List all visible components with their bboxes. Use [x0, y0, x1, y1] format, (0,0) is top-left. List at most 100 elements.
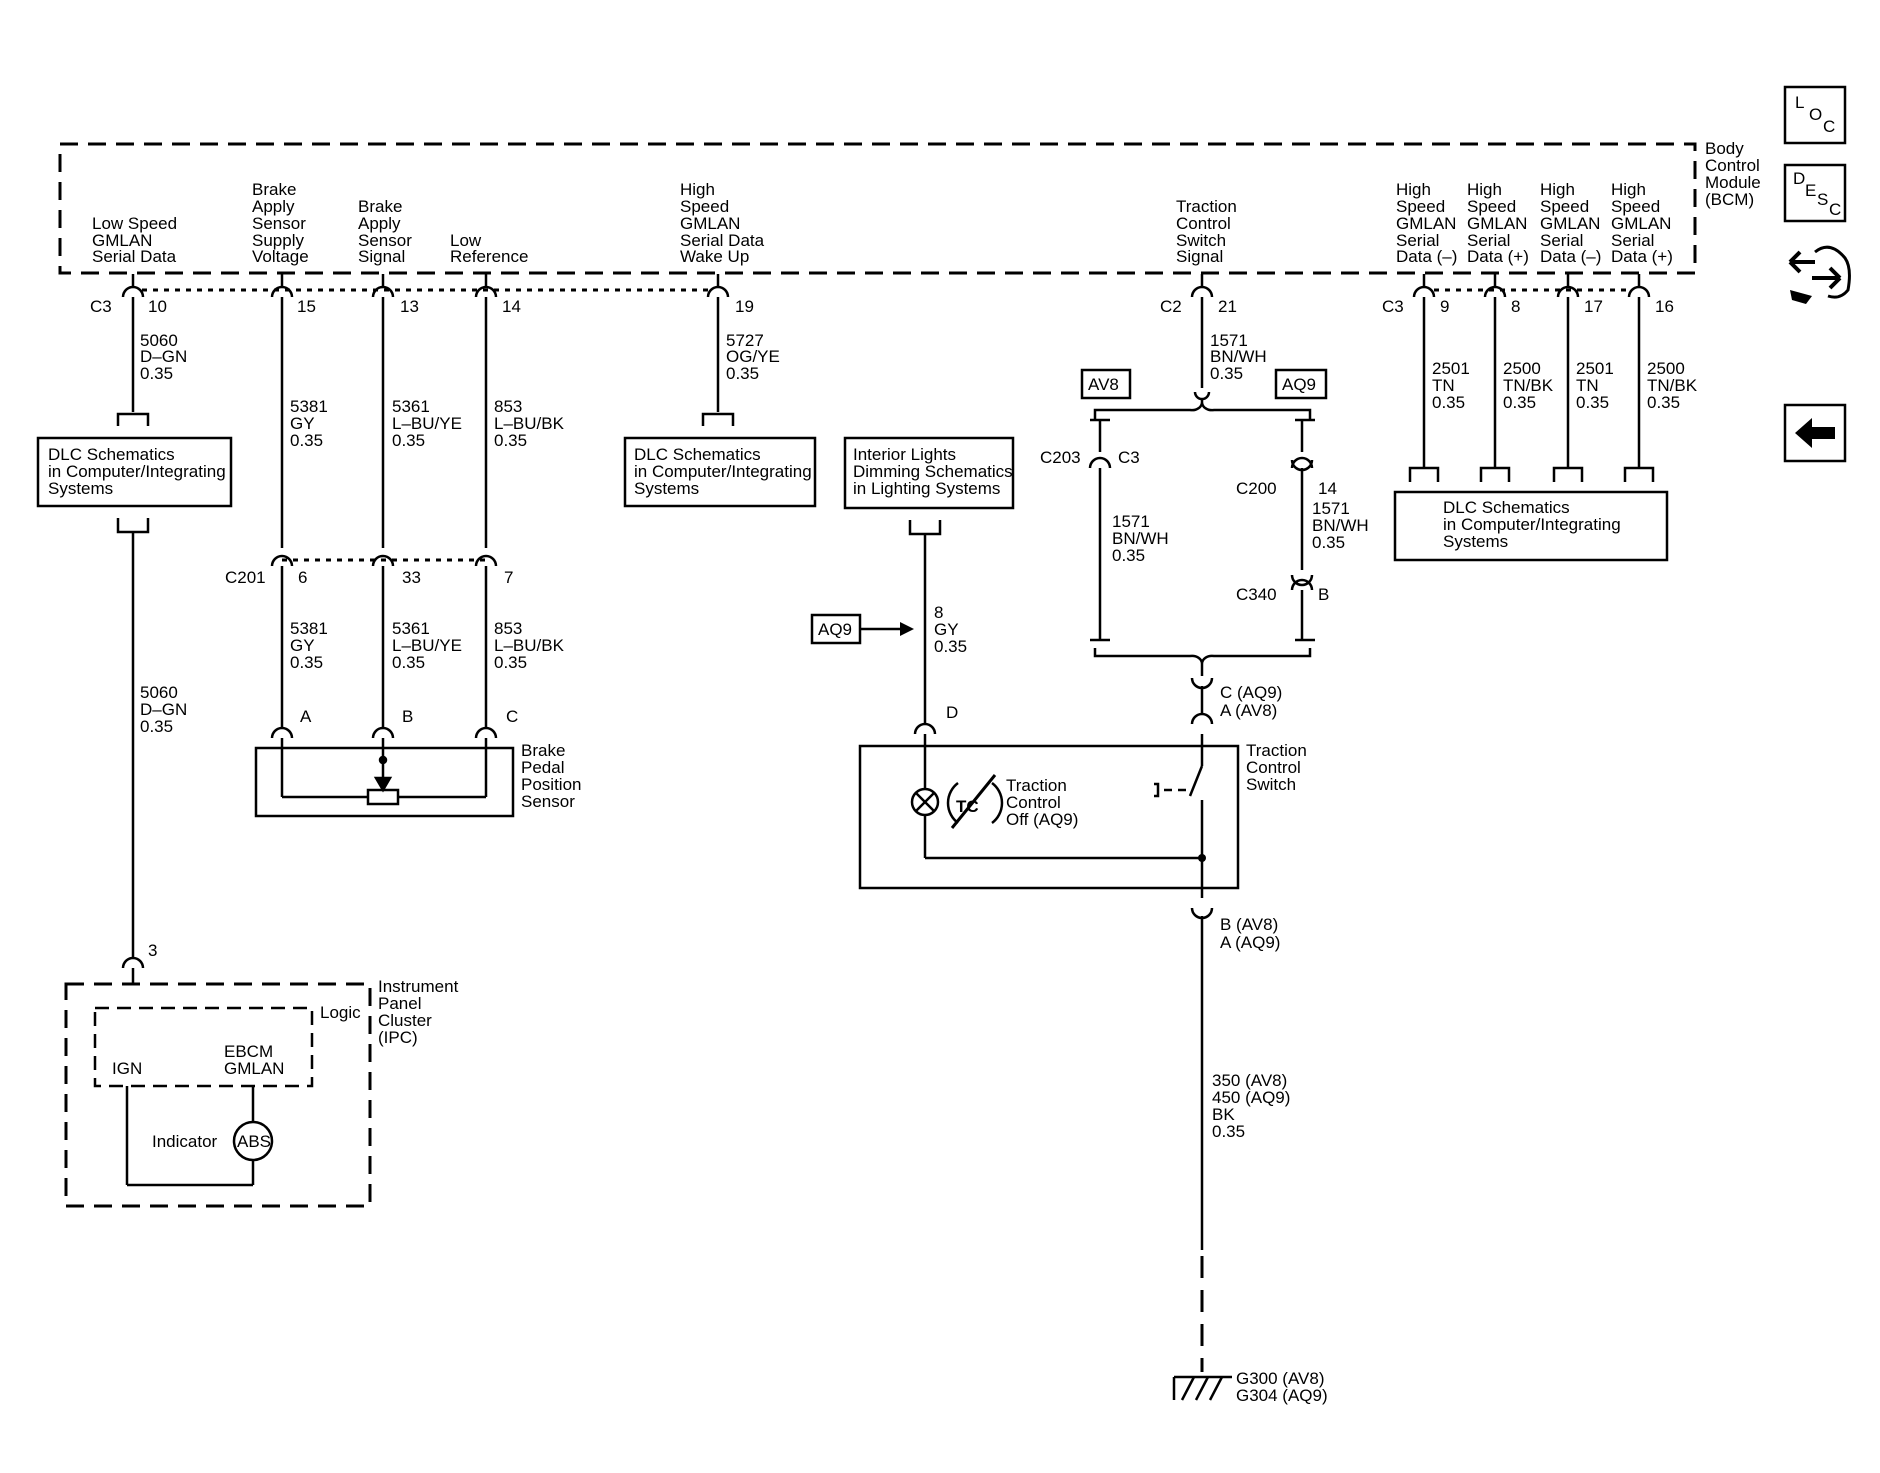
- tcs-box: [858, 744, 1240, 890]
- desc-button[interactable]: D E S C: [1783, 163, 1847, 223]
- connector-c340-label: C340: [1236, 585, 1277, 604]
- dlc3-label: DLC Schematics in Computer/Integrating S…: [1443, 498, 1625, 551]
- bcm-pin-label-tcs-signal: Traction Control Switch Signal: [1176, 197, 1242, 266]
- interior-lights-label: Interior Lights Dimming Schematics in Li…: [853, 445, 1017, 498]
- dlc1-label: DLC Schematics in Computer/Integrating S…: [48, 445, 230, 498]
- desc-letter-c: C: [1829, 200, 1841, 219]
- bcm-pin-label-low-ref: Low Reference: [450, 231, 528, 266]
- aq9-arrow-head: [900, 622, 914, 636]
- logic-outline: [93, 1006, 314, 1088]
- pin-10: 10: [148, 297, 167, 316]
- pin-A: A: [300, 707, 312, 726]
- connector-c3b-label: C3: [1382, 297, 1404, 316]
- desc-letter-d: D: [1793, 169, 1805, 188]
- pin-13: 13: [400, 297, 419, 316]
- ground-label: G300 (AV8) G304 (AQ9): [1236, 1369, 1329, 1405]
- pin-7: 7: [504, 568, 513, 587]
- back-button[interactable]: [1783, 403, 1847, 463]
- wire-1571-top: 1571 BN/WH 0.35: [1210, 331, 1271, 383]
- pin-17: 17: [1584, 297, 1603, 316]
- interior-bottom-tab: [908, 520, 942, 536]
- bcm-pin-label-hs4: High Speed GMLAN Serial Data (+): [1611, 180, 1676, 266]
- bpps-pins: [270, 726, 498, 739]
- pin-15: 15: [297, 297, 316, 316]
- dlc2-box: [623, 436, 817, 508]
- connector-swap-icon[interactable]: [1788, 245, 1851, 304]
- wires: [131, 297, 1641, 548]
- pin-D: D: [946, 703, 958, 722]
- pin-16: 16: [1655, 297, 1674, 316]
- indicator-label: Indicator: [152, 1132, 218, 1151]
- dlc3-pin-tabs: [1408, 466, 1655, 482]
- loc-button[interactable]: L O C: [1783, 85, 1847, 145]
- pin-C: C: [506, 707, 518, 726]
- abs-label: ABS: [237, 1132, 271, 1151]
- wire-853-top: 853 L–BU/BK 0.35: [494, 397, 569, 450]
- wire-2500-b: 2500 TN/BK 0.35: [1647, 359, 1702, 412]
- connector-c3-tcs-label: C3: [1118, 448, 1140, 467]
- wire-8gy-label: 8 GY 0.35: [934, 603, 967, 656]
- bcm-pin-label-low-speed: Low Speed GMLAN Serial Data: [92, 214, 182, 266]
- wire-853-bottom: 853 L–BU/BK 0.35: [494, 619, 569, 672]
- tcs-option-brackets: [1088, 391, 1315, 690]
- tcs-label: Traction Control Switch: [1246, 741, 1312, 794]
- bcm-pin-label-hs3: High Speed GMLAN Serial Data (–): [1540, 180, 1605, 266]
- wire-2501-a: 2501 TN 0.35: [1432, 359, 1475, 412]
- c201-pins: [270, 554, 498, 728]
- wire-5060-bottom: 5060 D–GN 0.35: [140, 683, 192, 736]
- wire-ground-label: 350 (AV8) 450 (AQ9) BK 0.35: [1212, 1071, 1295, 1141]
- ipc-outline: [64, 982, 372, 1208]
- ground-symbol-icon: [1172, 1375, 1232, 1401]
- aq9-tag: [1274, 368, 1328, 400]
- dlc1-top-tab: [116, 412, 150, 426]
- back-arrow-icon: [1795, 418, 1835, 448]
- loc-letter-l: L: [1795, 93, 1804, 112]
- dlc2-top-tab: [701, 412, 735, 426]
- desc-letter-e: E: [1805, 181, 1816, 200]
- wire-1571-left: 1571 BN/WH 0.35: [1112, 512, 1173, 565]
- tcs-junction-dot: [1198, 854, 1206, 862]
- pin-14-c200: 14: [1318, 479, 1337, 498]
- abs-indicator-icon: [232, 1120, 274, 1162]
- ign-label: IGN: [112, 1059, 142, 1078]
- bcm-pin-label-hs1: High Speed GMLAN Serial Data (–): [1396, 180, 1461, 266]
- dlc1-box: [36, 436, 233, 508]
- dlc3-box: [1393, 490, 1669, 562]
- ebcm-label: EBCM GMLAN: [224, 1042, 284, 1078]
- wire-2500-a: 2500 TN/BK 0.35: [1503, 359, 1558, 412]
- dlc1-bottom-tab: [116, 518, 150, 534]
- wire-5060-top: 5060 D–GN 0.35: [140, 331, 192, 383]
- pin-8: 8: [1511, 297, 1520, 316]
- lamp-icon: [910, 787, 940, 817]
- ipc-indicator-wiring: [125, 1086, 255, 1187]
- pin-6: 6: [298, 568, 307, 587]
- pin-21: 21: [1218, 297, 1237, 316]
- bpps-label: Brake Pedal Position Sensor: [521, 741, 586, 811]
- ipc-label: Instrument Panel Cluster (IPC): [378, 977, 463, 1047]
- tcs-bottom-pin-label: B (AV8) A (AQ9): [1220, 915, 1283, 952]
- aq9-tag-left-label: AQ9: [818, 620, 852, 639]
- wire-5381-top: 5381 GY 0.35: [290, 397, 333, 450]
- pin-14: 14: [502, 297, 521, 316]
- desc-letter-s: S: [1817, 190, 1828, 209]
- tc-off-label: Traction Control Off (AQ9): [1006, 776, 1078, 829]
- wire-2501-b: 2501 TN 0.35: [1576, 359, 1619, 412]
- wire-5381-bottom: 5381 GY 0.35: [290, 619, 333, 672]
- pin-33: 33: [402, 568, 421, 587]
- loc-letter-c: C: [1823, 117, 1835, 136]
- bcm-label: Body Control Module (BCM): [1705, 139, 1766, 209]
- av8-tag-label: AV8: [1088, 375, 1119, 394]
- connector-c200-label: C200: [1236, 479, 1277, 498]
- connector-c203-label: C203: [1040, 448, 1081, 467]
- pin-B: B: [402, 707, 413, 726]
- bcm-pin-label-brake-supply: Brake Apply Sensor Supply Voltage: [252, 180, 311, 266]
- connector-c2-label: C2: [1160, 297, 1182, 316]
- logic-label: Logic: [320, 1003, 361, 1022]
- bcm-connector-pins: [121, 274, 1651, 298]
- wire-1571-right: 1571 BN/WH 0.35: [1312, 499, 1373, 552]
- dlc2-label: DLC Schematics in Computer/Integrating S…: [634, 445, 816, 498]
- pin-3: 3: [148, 941, 157, 960]
- bcm-pin-label-wake-up: High Speed GMLAN Serial Data Wake Up: [680, 180, 769, 266]
- wire-5361-bottom: 5361 L–BU/YE 0.35: [392, 619, 467, 672]
